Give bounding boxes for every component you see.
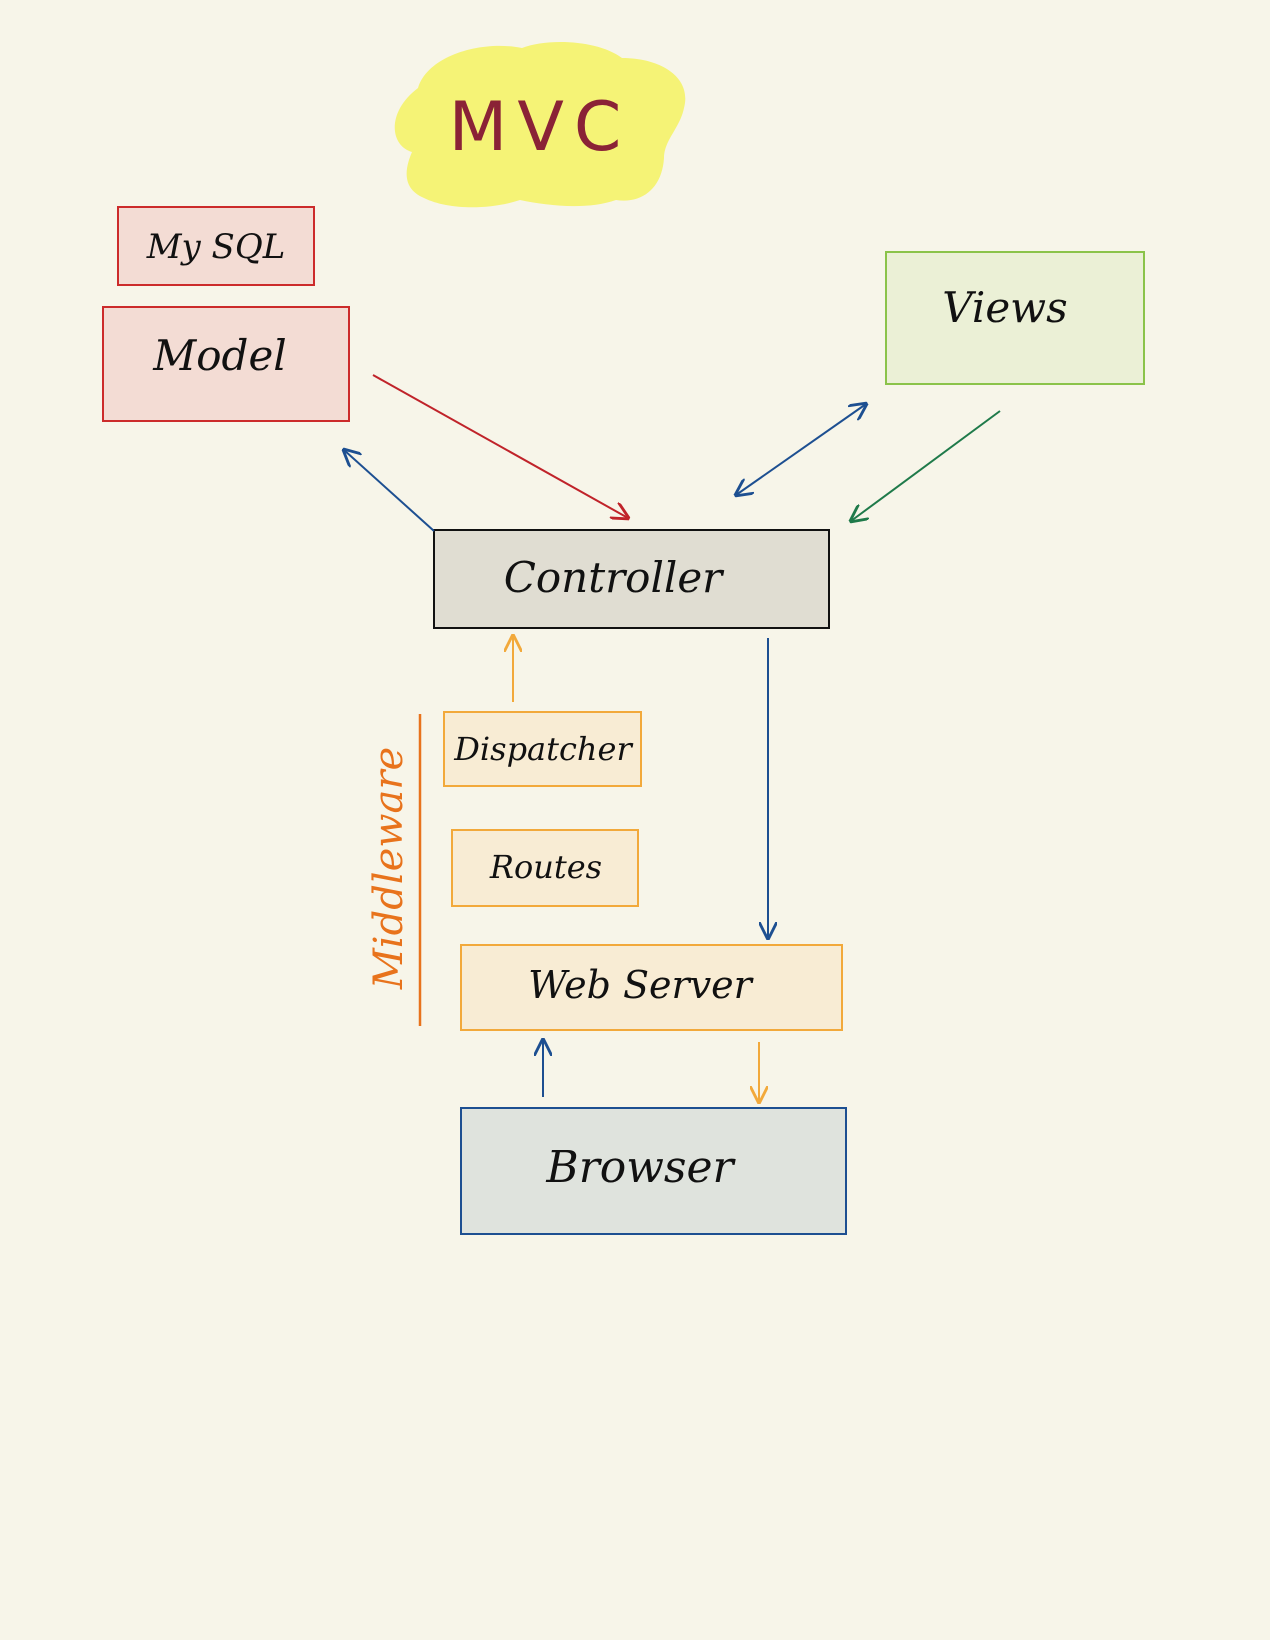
controller-to-model-arrow [344, 450, 435, 532]
model-node[interactable]: Model [102, 306, 350, 422]
controller-label: Controller [504, 553, 725, 602]
controller-node[interactable]: Controller [433, 529, 830, 629]
routes-label: Routes [489, 848, 602, 886]
diagram-title: MVC [449, 88, 632, 167]
views-to-controller-arrow [851, 410, 1001, 521]
mysql-label: My SQL [146, 227, 286, 267]
routes-node[interactable]: Routes [451, 829, 639, 907]
title-highlight [394, 42, 686, 208]
browser-label: Browser [545, 1142, 736, 1193]
model-to-controller-arrow [372, 374, 628, 518]
dispatcher-label: Dispatcher [453, 730, 633, 768]
mysql-node[interactable]: My SQL [117, 206, 315, 286]
web-server-label: Web Server [528, 963, 754, 1007]
browser-node[interactable]: Browser [460, 1107, 847, 1235]
views-node[interactable]: Views [885, 251, 1145, 385]
controller-views-arrow [736, 404, 866, 495]
middleware-label: Middleware [366, 747, 412, 990]
web-server-node[interactable]: Web Server [460, 944, 843, 1031]
dispatcher-node[interactable]: Dispatcher [443, 711, 642, 787]
views-label: Views [942, 283, 1067, 332]
model-label: Model [152, 331, 286, 380]
